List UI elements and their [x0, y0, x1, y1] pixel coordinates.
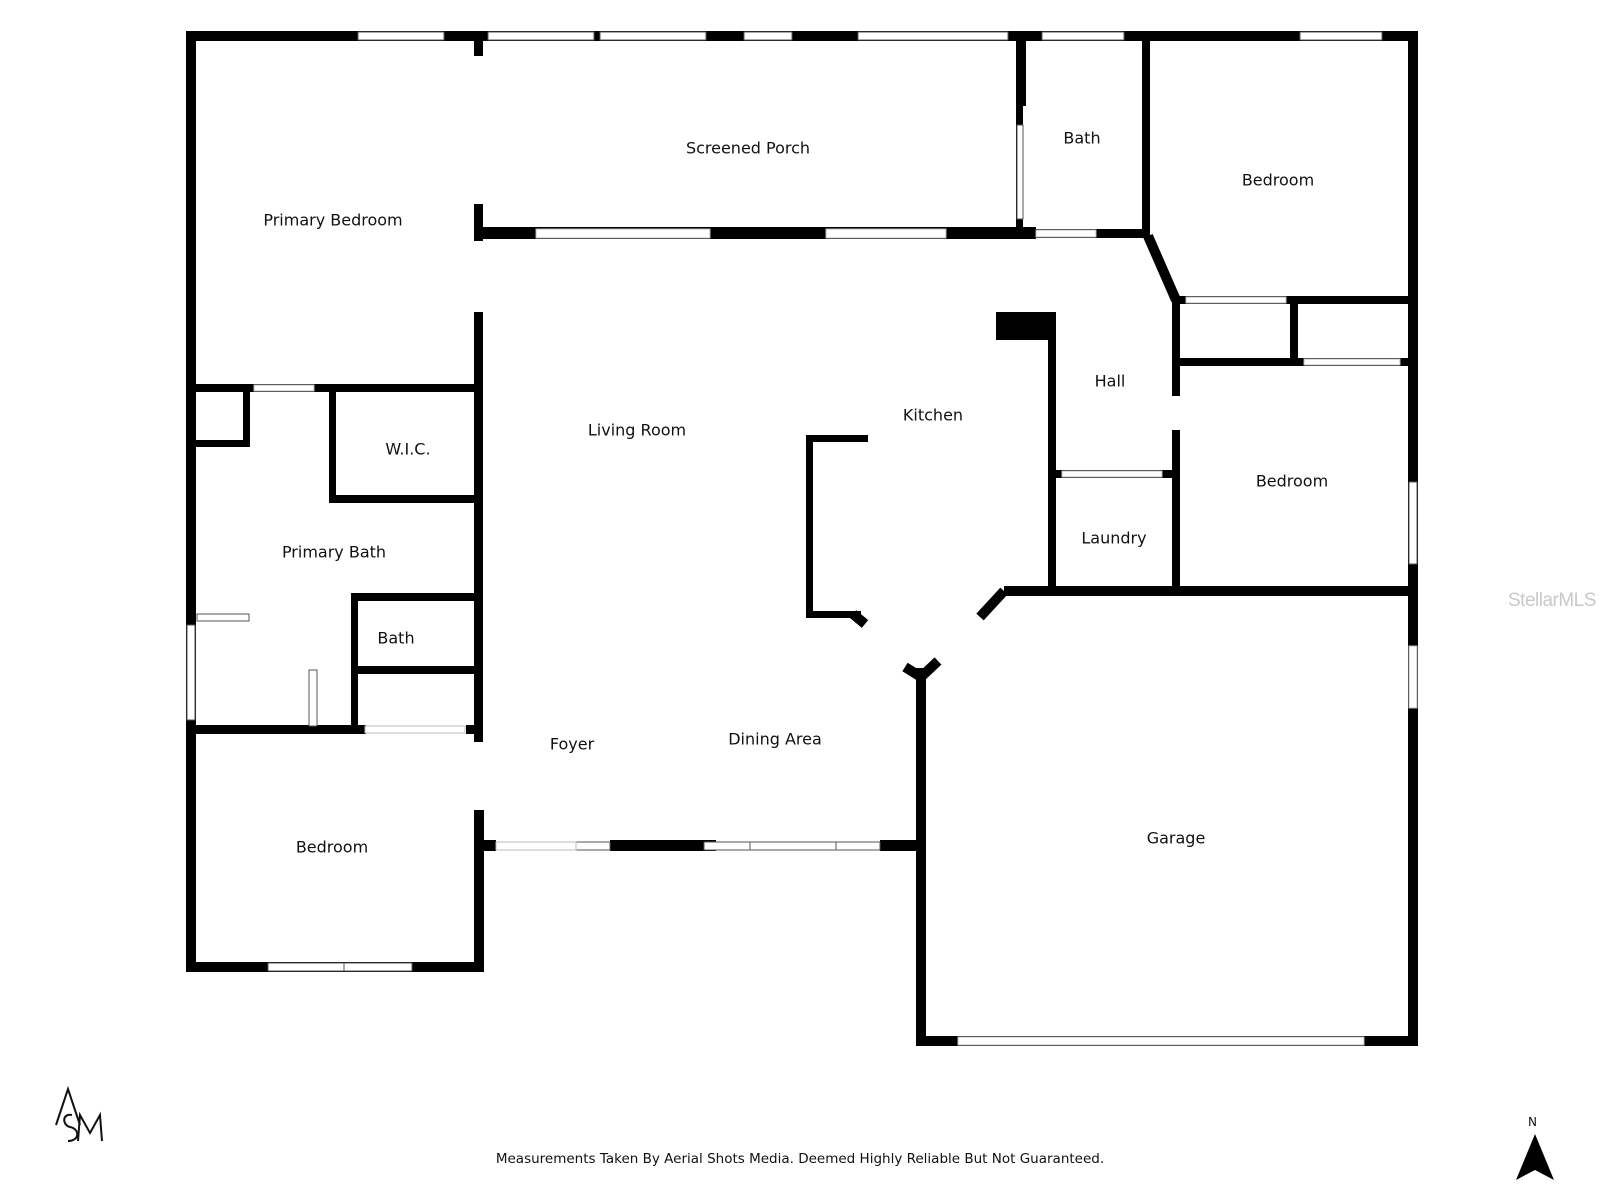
label-laundry: Laundry — [1081, 529, 1146, 548]
watermark: StellarMLS — [1508, 590, 1596, 611]
door-openings — [253, 228, 1418, 1046]
north-arrow-icon — [1516, 1134, 1554, 1180]
label-bedroom-e: Bedroom — [1256, 472, 1328, 491]
asm-logo-icon — [55, 1085, 103, 1142]
room-labels: Primary Bedroom Screened Porch Bath Bedr… — [263, 129, 1328, 857]
label-kitchen: Kitchen — [903, 406, 963, 425]
disclaimer-text: Measurements Taken By Aerial Shots Media… — [495, 1151, 1105, 1167]
label-foyer: Foyer — [550, 735, 595, 754]
angled-walls — [849, 233, 1181, 682]
label-primary-bath: Primary Bath — [282, 543, 386, 562]
label-bath-top: Bath — [1063, 129, 1100, 148]
label-bath-small: Bath — [377, 629, 414, 648]
label-screened-porch: Screened Porch — [686, 139, 810, 158]
label-bedroom-ne: Bedroom — [1242, 171, 1314, 190]
walls — [186, 31, 1418, 1046]
label-wic: W.I.C. — [385, 440, 430, 459]
label-living-room: Living Room — [588, 421, 686, 440]
windows — [186, 31, 1418, 972]
compass-label: N — [1528, 1115, 1537, 1129]
label-primary-bedroom: Primary Bedroom — [263, 211, 402, 230]
label-hall: Hall — [1095, 372, 1126, 391]
label-garage: Garage — [1147, 829, 1206, 848]
label-bedroom-sw: Bedroom — [296, 838, 368, 857]
label-dining-area: Dining Area — [728, 730, 822, 749]
